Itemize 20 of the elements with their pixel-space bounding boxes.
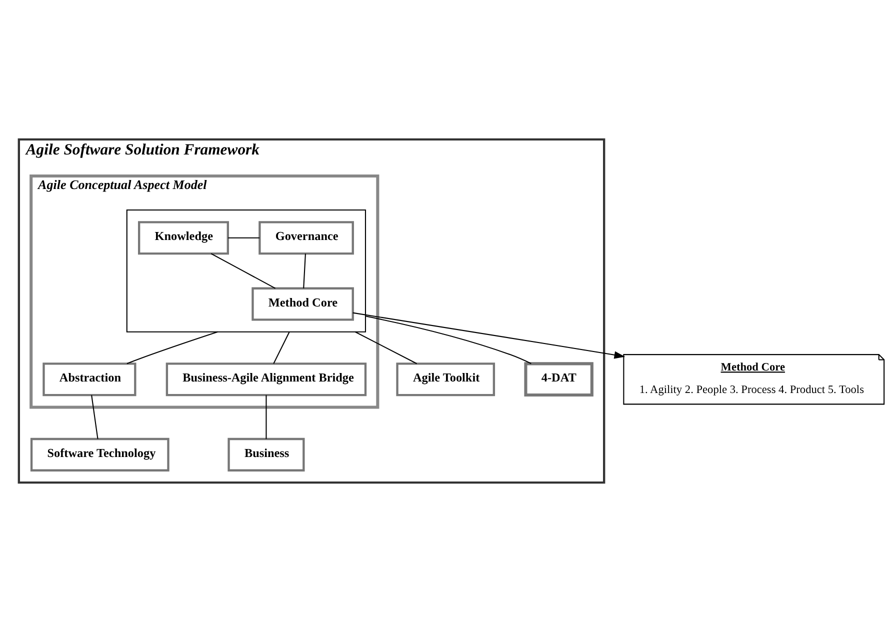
cluster	[126, 208, 366, 332]
node-box: Agile Toolkit	[396, 362, 496, 396]
connector	[91, 394, 98, 439]
node-box: Method Core	[252, 286, 354, 320]
connector	[303, 253, 306, 288]
connector	[228, 236, 260, 238]
node-box: Knowledge	[138, 220, 229, 254]
connector	[126, 330, 218, 364]
connector	[354, 330, 417, 364]
arrow	[352, 312, 626, 358]
node-box: Governance	[258, 220, 354, 254]
node-box: Abstraction	[42, 362, 136, 396]
connector	[210, 252, 276, 288]
node-box: Business-Agile Alignment Bridge	[166, 362, 367, 396]
connector	[266, 394, 267, 438]
node-box: 4-DAT	[524, 362, 594, 396]
node-box: Business	[228, 437, 305, 471]
node-box: Software Technology	[30, 437, 170, 471]
connector	[365, 315, 532, 364]
connector	[273, 331, 290, 364]
